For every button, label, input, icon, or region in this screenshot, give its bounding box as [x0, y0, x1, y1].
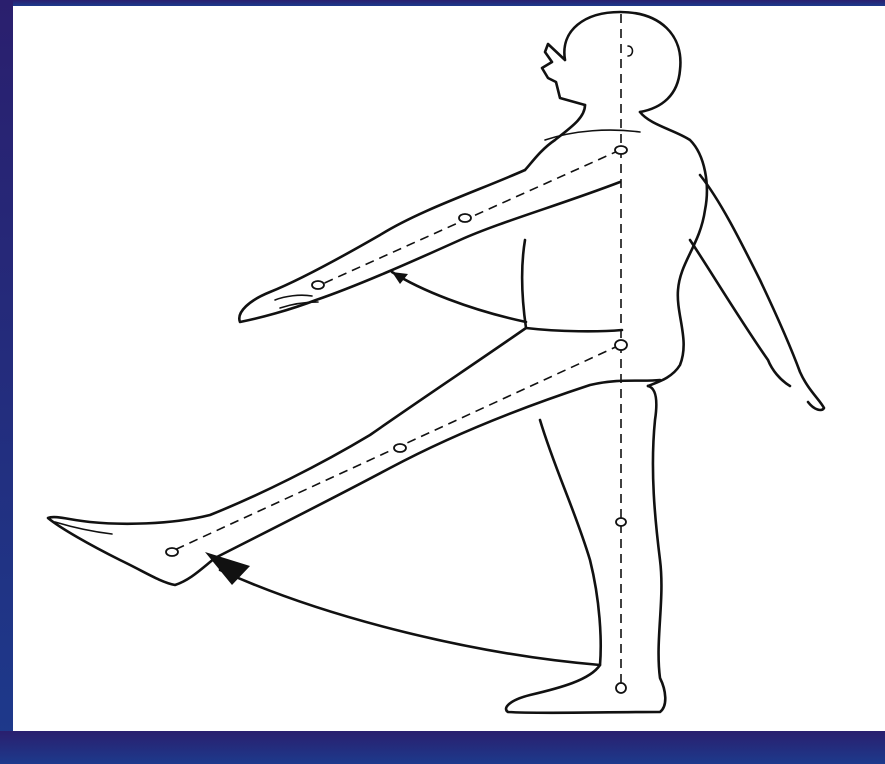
frame-left — [0, 0, 13, 764]
forward-arm-outline — [239, 170, 620, 322]
ankle-marker — [166, 548, 178, 556]
wrist-marker — [312, 281, 324, 289]
arm-flexion-arc — [392, 272, 526, 322]
arm-arrowhead — [392, 272, 408, 284]
elbow-marker — [459, 214, 471, 222]
hip-marker — [615, 340, 627, 350]
ear-mark — [628, 46, 633, 56]
waist-outline — [526, 328, 622, 331]
shoulder-marker — [615, 146, 627, 154]
frame-top — [0, 0, 885, 6]
head-outline — [542, 12, 680, 112]
raised-leg-outline — [48, 328, 660, 585]
front-torso-outline — [522, 105, 585, 328]
knee-marker — [394, 444, 406, 452]
standing-ankle-marker — [616, 683, 626, 693]
leg-flexion-arc — [220, 570, 600, 665]
frame-bottom — [0, 731, 885, 764]
rear-arm-outline — [690, 175, 824, 410]
standing-knee-marker — [616, 518, 626, 526]
